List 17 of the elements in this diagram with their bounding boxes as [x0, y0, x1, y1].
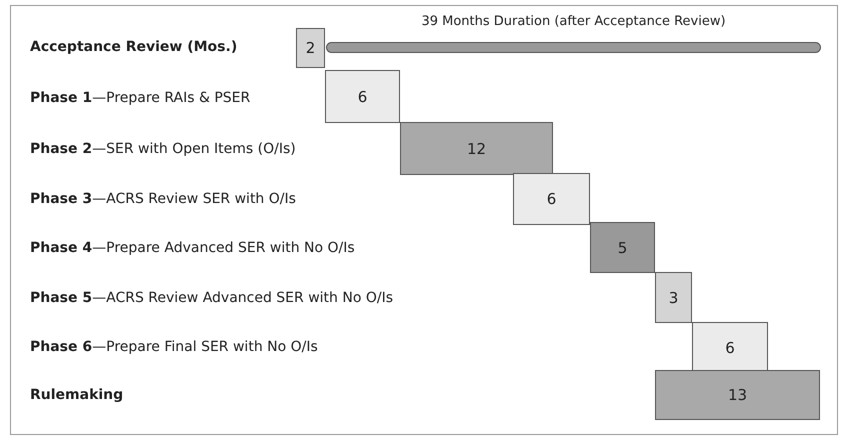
- row-label: Acceptance Review (Mos.): [30, 39, 238, 55]
- duration-bar: 5: [590, 222, 655, 273]
- duration-bar: 13: [655, 370, 820, 420]
- row-label: Phase 4—Prepare Advanced SER with No O/Is: [30, 240, 355, 256]
- duration-bar: 6: [692, 322, 768, 373]
- duration-bar: 6: [325, 70, 400, 123]
- row-label: Phase 2—SER with Open Items (O/Is): [30, 141, 296, 157]
- row-label: Phase 1—Prepare RAIs & PSER: [30, 90, 250, 106]
- row-label: Phase 3—ACRS Review SER with O/Is: [30, 191, 296, 207]
- row-label: Rulemaking: [30, 387, 124, 403]
- duration-bar: 2: [296, 28, 325, 68]
- duration-bar: 6: [513, 173, 590, 225]
- bar-caption: 39 Months Duration (after Acceptance Review): [420, 14, 727, 29]
- row-label: Phase 6—Prepare Final SER with No O/Is: [30, 339, 318, 355]
- duration-bar: 3: [655, 272, 692, 323]
- duration-bar: 12: [400, 122, 553, 175]
- row-label: Phase 5—ACRS Review Advanced SER with No O/Is: [30, 290, 394, 306]
